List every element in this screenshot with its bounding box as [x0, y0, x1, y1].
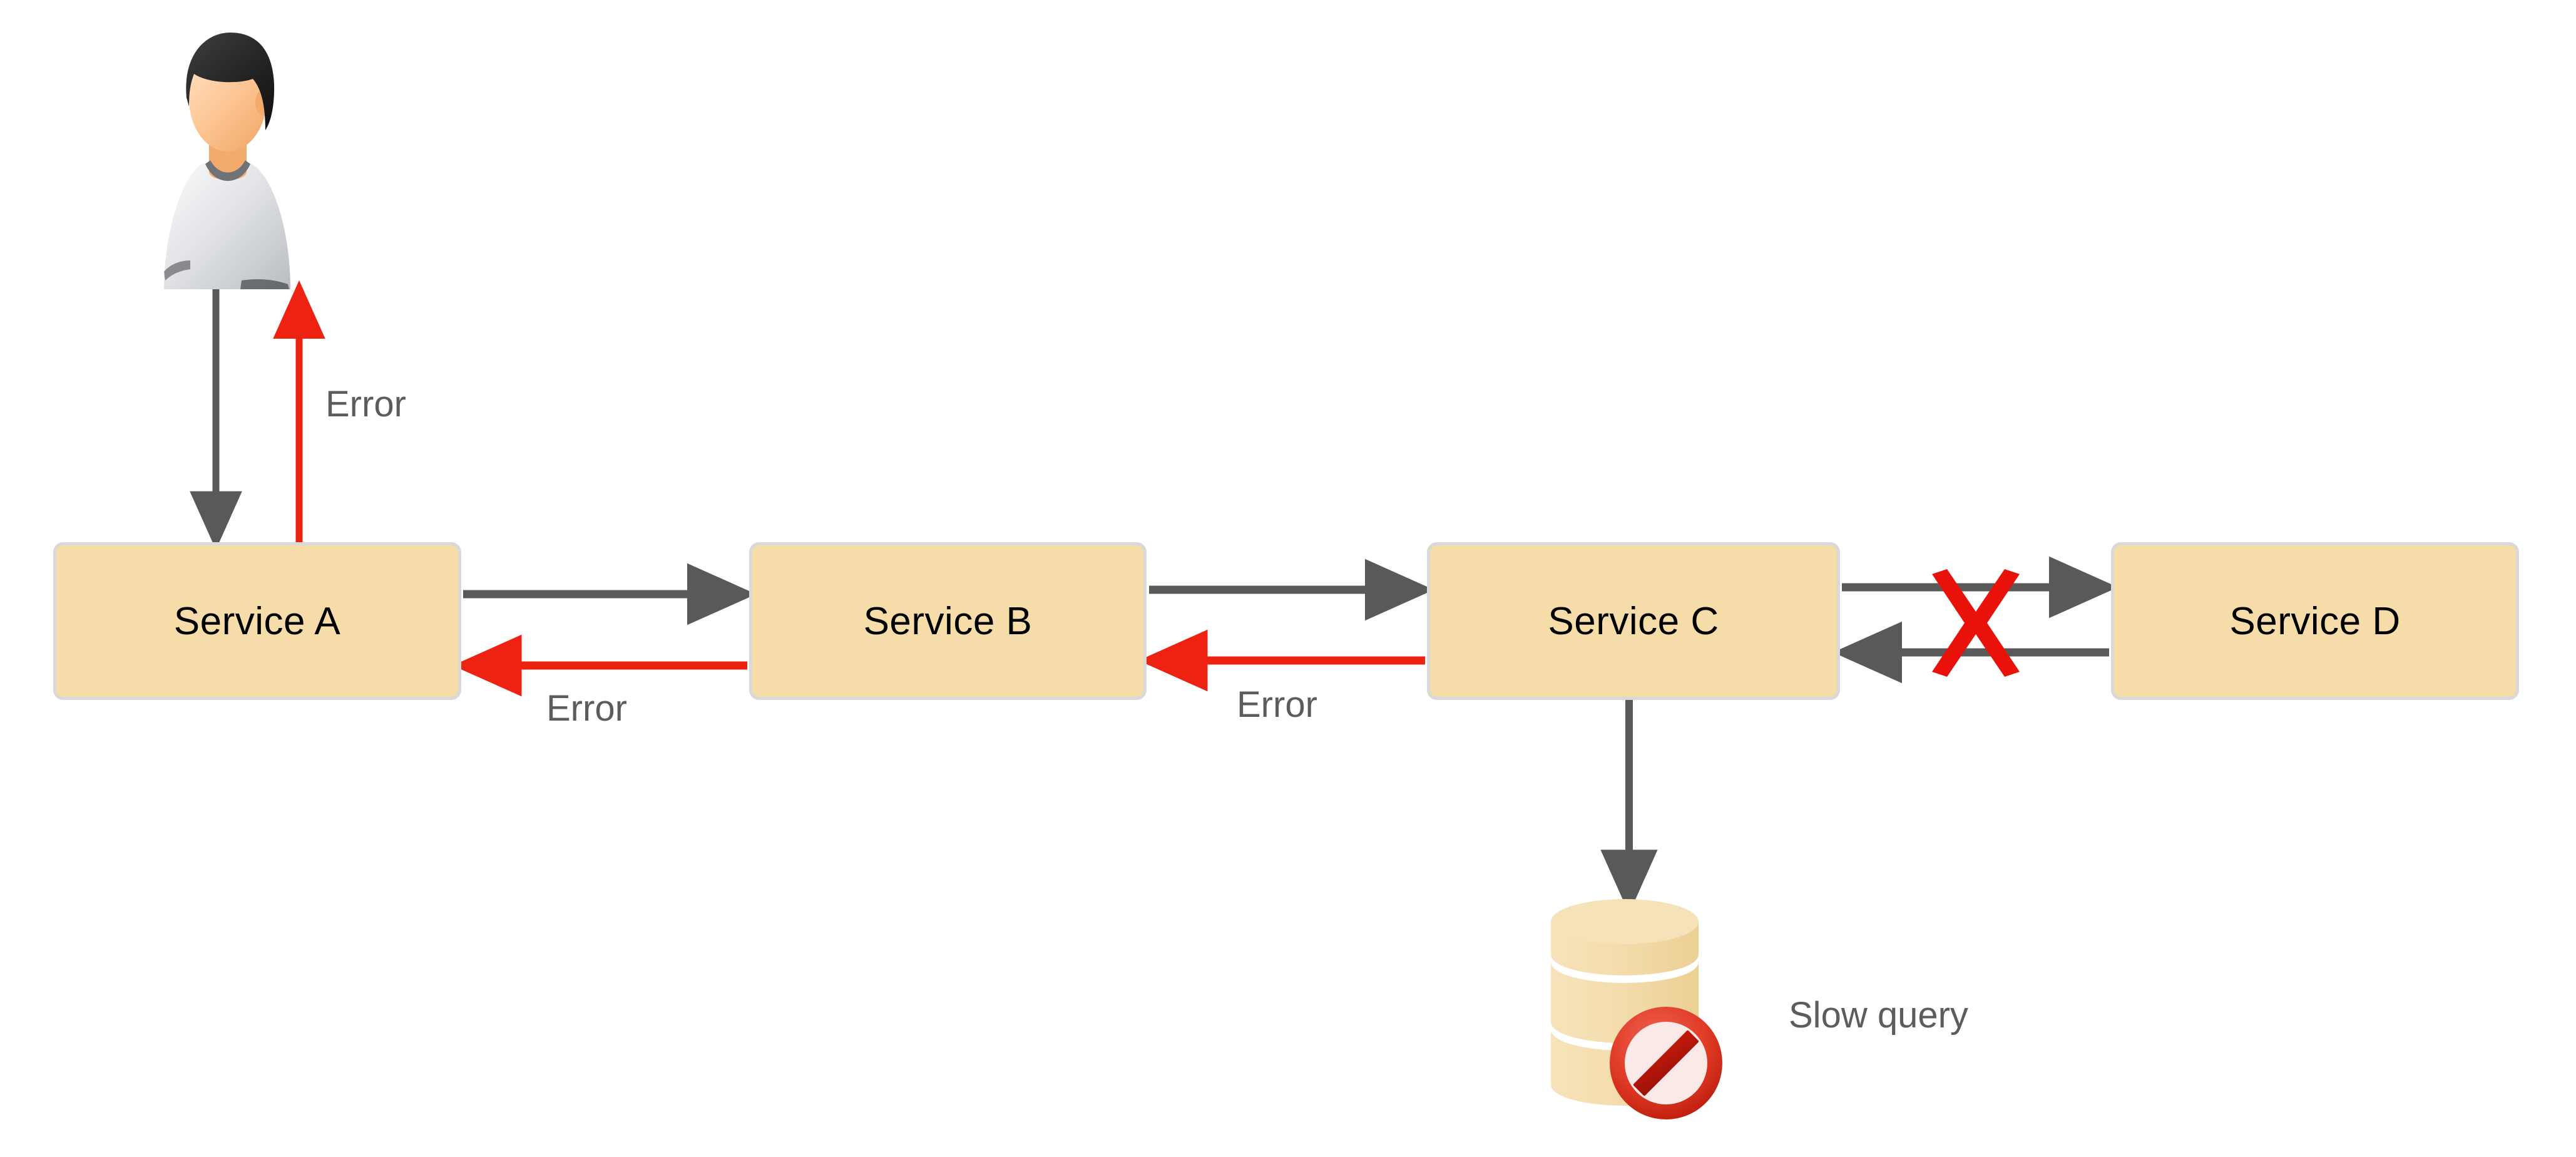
service-node-a[interactable]: Service A	[53, 542, 461, 700]
edge-label-error-ab: Error	[546, 688, 627, 729]
service-node-a-label: Service A	[173, 599, 341, 643]
service-node-b[interactable]: Service B	[749, 542, 1147, 700]
service-node-c[interactable]: Service C	[1427, 542, 1840, 700]
edge-label-slow-query: Slow query	[1789, 995, 1968, 1036]
service-node-b-label: Service B	[863, 599, 1033, 643]
edge-label-error-bc: Error	[1237, 684, 1317, 725]
database-icon	[1551, 899, 1722, 1119]
service-node-c-label: Service C	[1548, 599, 1719, 643]
service-node-d[interactable]: Service D	[2111, 542, 2519, 700]
edge-label-error-user: Error	[325, 384, 406, 424]
prohibition-icon	[1610, 1007, 1722, 1119]
broken-link-x-icon	[1932, 569, 2020, 677]
service-node-d-label: Service D	[2229, 599, 2401, 643]
user-avatar-icon	[164, 33, 290, 289]
